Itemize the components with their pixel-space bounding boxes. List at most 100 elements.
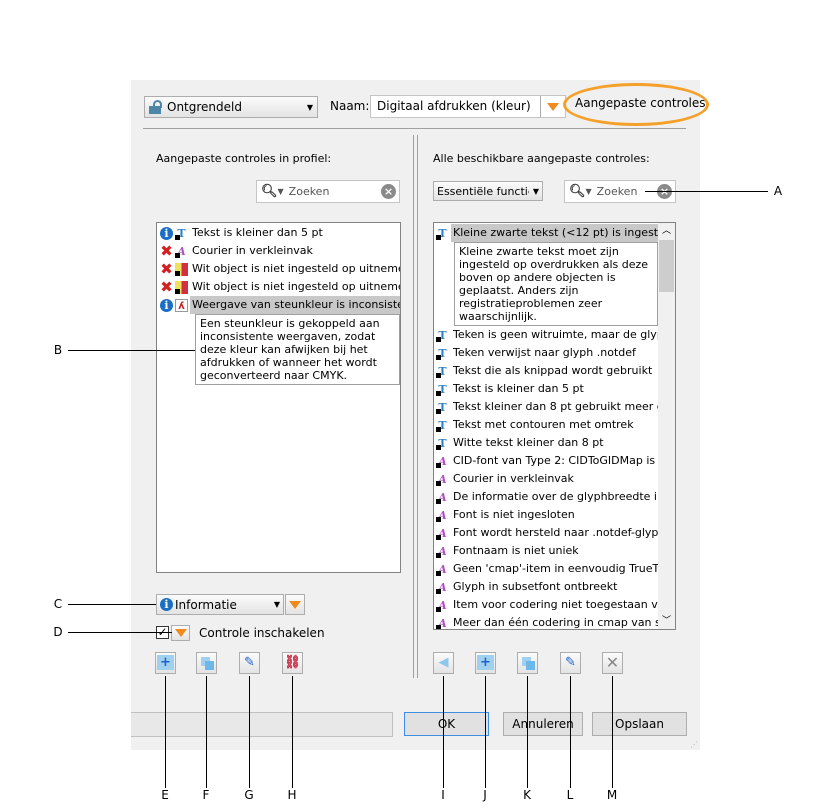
name-value: Digitaal afdrukken (kleur): [377, 99, 531, 113]
ok-button[interactable]: OK: [404, 712, 489, 736]
resize-grip-icon[interactable]: ⋰: [690, 740, 698, 749]
item-label: CID-font van Type 2: CIDToGIDMap is on: [453, 454, 658, 467]
callout-d: D: [53, 625, 63, 639]
name-label: Naam:: [330, 99, 370, 113]
chevron-down-icon: ▼: [277, 187, 284, 196]
callout-line-b: [68, 350, 195, 351]
duplicate-check-right-button[interactable]: [517, 652, 538, 674]
text-icon: T: [436, 419, 449, 432]
item-label: Kleine zwarte tekst (<12 pt) is ingestel…: [451, 224, 658, 242]
item-label: Meer dan één codering in cmap van syr: [453, 616, 658, 629]
list-item[interactable]: A Geen 'cmap'-item in eenvoudig TrueTyp: [436, 560, 658, 578]
text-icon: T: [436, 365, 449, 378]
dropdown-triangle-icon: [174, 629, 187, 637]
list-item[interactable]: A De informatie over de glyphbreedte in l: [436, 488, 658, 506]
font-icon: A: [436, 563, 449, 576]
item-label: Teken is geen witruimte, maar de glyph: [453, 328, 658, 341]
arrow-left-icon: ◀: [438, 655, 449, 670]
list-item[interactable]: T Tekst die als knippad wordt gebruikt: [436, 362, 658, 380]
item-label: De informatie over de glyphbreedte in l: [453, 490, 658, 503]
scroll-down-icon[interactable]: ﹀: [661, 616, 671, 626]
severity-menu-button[interactable]: [285, 594, 305, 615]
scroll-up-icon[interactable]: ︿: [661, 226, 671, 236]
item-label: Tekst die als knippad wordt gebruikt: [453, 364, 653, 377]
chevron-down-icon: ▼: [273, 600, 280, 609]
panel-divider: [413, 135, 418, 678]
lock-dropdown[interactable]: Ontgrendeld ▼: [144, 96, 318, 118]
clear-search-icon[interactable]: ×: [381, 184, 396, 199]
new-check-right-button[interactable]: +: [475, 652, 496, 674]
list-scrollbar[interactable]: ︿ ﹀: [658, 223, 675, 629]
callout-line-d: [68, 632, 172, 633]
save-button[interactable]: Opslaan: [592, 712, 687, 736]
unlink-check-button[interactable]: ⛓: [282, 652, 303, 674]
callout-line-j: [485, 676, 486, 788]
list-item[interactable]: ✖Wit object is niet ingesteld op uitneme…: [160, 278, 400, 296]
lock-label: Ontgrendeld: [167, 100, 242, 114]
category-filter-dropdown[interactable]: Essentiële functie: ▼: [433, 181, 543, 201]
name-combobox[interactable]: Digitaal afdrukken (kleur): [370, 95, 566, 118]
name-dropdown-button[interactable]: [540, 96, 565, 117]
error-icon: ✖: [160, 260, 173, 278]
font-icon: A: [436, 527, 449, 540]
font-icon: A: [436, 545, 449, 558]
font-icon: A: [436, 473, 449, 486]
text-icon: T: [175, 227, 188, 240]
duplicate-check-button[interactable]: [196, 652, 217, 674]
text-icon: T: [436, 347, 449, 360]
check-description: Kleine zwarte tekst moet zijn ingesteld …: [454, 242, 658, 326]
edit-check-button[interactable]: ✎: [239, 652, 260, 674]
pdf-icon: ʎ: [175, 298, 188, 312]
edit-check-right-button[interactable]: ✎: [560, 652, 581, 674]
severity-dropdown[interactable]: i Informatie ▼: [156, 594, 284, 615]
list-item[interactable]: T Teken is geen witruimte, maar de glyph: [436, 326, 658, 344]
callout-line-l: [570, 676, 571, 788]
callout-m: M: [606, 788, 618, 802]
callout-j: J: [483, 788, 487, 802]
callout-line-g: [249, 676, 250, 788]
pencil-icon: ✎: [565, 655, 576, 670]
cancel-button[interactable]: Annuleren: [503, 712, 583, 736]
callout-e: E: [161, 788, 169, 802]
enable-menu-button[interactable]: [171, 625, 190, 641]
object-icon: [175, 280, 188, 294]
left-search-input[interactable]: 🔍︎▼ Zoeken ×: [256, 180, 400, 203]
delete-check-button[interactable]: ✕: [602, 652, 623, 674]
scrollbar-thumb[interactable]: [659, 240, 674, 292]
item-label: Weergave van steunkleur is inconsistent: [190, 296, 400, 314]
new-check-button[interactable]: +: [155, 652, 176, 674]
callout-c: C: [53, 597, 63, 611]
severity-value: Informatie: [175, 597, 237, 612]
link-icon: ⛓: [284, 655, 301, 670]
text-icon: T: [436, 329, 449, 342]
item-label: Wit object is niet ingesteld op uitnemen: [192, 280, 400, 293]
add-to-profile-button[interactable]: ◀: [433, 652, 454, 674]
dropdown-triangle-icon: [547, 102, 559, 111]
object-icon: [175, 262, 188, 276]
item-label: Geen 'cmap'-item in eenvoudig TrueTyp: [453, 562, 658, 575]
list-item[interactable]: ✖Wit object is niet ingesteld op uitneme…: [160, 260, 400, 278]
font-icon: A: [436, 491, 449, 504]
callout-f: F: [202, 788, 210, 802]
item-label: Tekst kleiner dan 8 pt gebruikt meer da: [453, 400, 658, 413]
info-icon: i: [160, 598, 173, 611]
